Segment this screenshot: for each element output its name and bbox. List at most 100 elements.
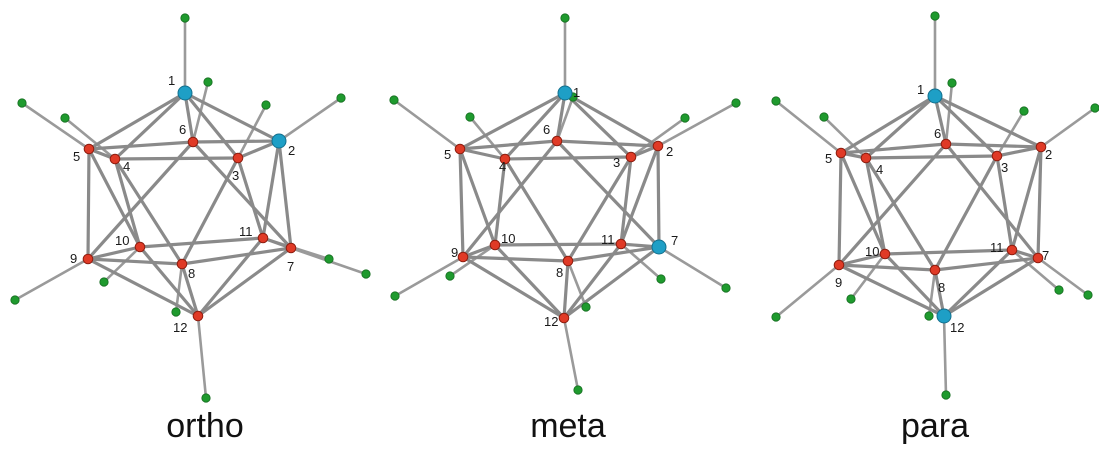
carbon-atom-1 — [927, 88, 943, 104]
hydrogen-atom-7 — [1083, 290, 1093, 300]
cage-bond-1-4 — [864, 94, 937, 160]
cage-bond-1-3 — [563, 91, 633, 159]
boron-atom-10 — [134, 241, 146, 253]
hydrogen-atom-4 — [465, 112, 475, 122]
cage-bond-1-5 — [87, 91, 187, 151]
hydrogen-atom-12 — [201, 393, 211, 403]
atom-label-4: 4 — [499, 159, 506, 174]
hydrogen-atom-12 — [941, 390, 951, 400]
cage-bond-12-10 — [138, 245, 200, 318]
cage-bond-2-11 — [1010, 145, 1043, 252]
carbon-atom-1 — [177, 85, 193, 101]
hydrogen-atom-7 — [361, 269, 371, 279]
cage-bond-10-11 — [138, 236, 265, 249]
cage-bond-1-2 — [933, 94, 1043, 149]
atom-label-5: 5 — [444, 147, 451, 162]
cage-bond-4-10 — [864, 156, 887, 256]
atom-label-8: 8 — [556, 265, 563, 280]
cage-bond-9-10 — [86, 245, 142, 261]
cage-bond-12-7 — [562, 245, 661, 320]
atom-label-2: 2 — [1045, 147, 1052, 162]
cage-bond-12-8 — [562, 259, 570, 320]
atom-label-6: 6 — [543, 122, 550, 137]
hydrogen-atom-6 — [203, 77, 213, 87]
atom-label-6: 6 — [934, 126, 941, 141]
cage-bond-4-10 — [493, 157, 507, 247]
boron-atom-9 — [457, 251, 469, 263]
hydrogen-atom-7 — [721, 283, 731, 293]
cage-bond-6-2 — [944, 142, 1043, 149]
carbon-atom-12 — [936, 308, 952, 324]
cage-bond-12-9 — [86, 257, 200, 318]
hydrogen-atom-9 — [390, 291, 400, 301]
bh-bond-3 — [629, 116, 687, 159]
cage-bond-1-6 — [555, 91, 567, 143]
cage-bond-1-3 — [183, 91, 240, 160]
atom-label-12: 12 — [173, 320, 187, 335]
cage-bond-5-10 — [87, 147, 142, 249]
boron-atom-6 — [187, 136, 199, 148]
cage-bond-8-9 — [86, 257, 184, 266]
bh-bond-2 — [1039, 106, 1097, 149]
bh-bond-2 — [656, 101, 738, 148]
bh-bond-10 — [448, 243, 497, 278]
cage-bond-3-4 — [503, 155, 633, 161]
boron-atom-2 — [652, 140, 664, 152]
bh-bond-4 — [468, 115, 507, 161]
hydrogen-atom-8 — [171, 307, 181, 317]
cage-bond-10-11 — [883, 248, 1014, 256]
cage-bond-4-8 — [113, 157, 184, 266]
atom-label-6: 6 — [179, 122, 186, 137]
boron-atom-9 — [82, 253, 94, 265]
atom-label-3: 3 — [232, 168, 239, 183]
bh-bond-11 — [1010, 248, 1061, 292]
boron-atom-6 — [940, 138, 952, 150]
atom-label-7: 7 — [287, 259, 294, 274]
cage-bond-6-7 — [555, 139, 661, 249]
cage-bond-6-7 — [191, 140, 293, 250]
hydrogen-atom-5 — [17, 98, 27, 108]
para-caption: para — [901, 407, 969, 445]
hydrogen-atom-10 — [445, 271, 455, 281]
boron-atom-8 — [562, 255, 574, 267]
boron-atom-11 — [1006, 244, 1018, 256]
hydrogen-atom-8 — [924, 311, 934, 321]
atom-label-2: 2 — [288, 143, 295, 158]
hydrogen-atom-11 — [656, 274, 666, 284]
cage-bond-10-11 — [493, 242, 623, 247]
atom-label-9: 9 — [835, 275, 842, 290]
bh-bond-9 — [13, 257, 90, 302]
bh-bond-5 — [774, 99, 843, 155]
boron-atom-3 — [625, 151, 637, 163]
atom-label-8: 8 — [188, 266, 195, 281]
boron-atom-2 — [1035, 141, 1047, 153]
meta-caption: meta — [530, 407, 606, 445]
boron-atom-5 — [454, 143, 466, 155]
bh-bond-12 — [196, 314, 208, 400]
boron-atom-4 — [109, 153, 121, 165]
atom-label-4: 4 — [876, 162, 883, 177]
atom-label-3: 3 — [1001, 160, 1008, 175]
cage-bond-12-11 — [942, 248, 1014, 318]
cage-bond-6-9 — [461, 139, 559, 259]
cage-bond-5-6 — [458, 139, 559, 151]
bh-bond-5 — [392, 98, 462, 151]
cage-bond-5-9 — [837, 151, 843, 267]
cage-bond-6-9 — [86, 140, 195, 261]
bh-bond-8 — [566, 259, 588, 309]
cage-bond-7-8 — [933, 256, 1040, 272]
atom-label-12: 12 — [544, 314, 558, 329]
cage-bond-1-2 — [183, 91, 281, 143]
cage-bond-5-9 — [86, 147, 91, 261]
hydrogen-atom-3 — [1019, 106, 1029, 116]
boron-atom-7 — [1032, 252, 1044, 264]
atom-label-9: 9 — [451, 245, 458, 260]
cage-bond-2-7 — [1036, 145, 1043, 260]
cage-bond-2-11 — [261, 139, 281, 240]
bh-bond-4 — [63, 116, 117, 161]
atom-label-11: 11 — [990, 240, 1004, 255]
boron-atom-10 — [489, 239, 501, 251]
cage-bond-5-10 — [458, 147, 497, 247]
